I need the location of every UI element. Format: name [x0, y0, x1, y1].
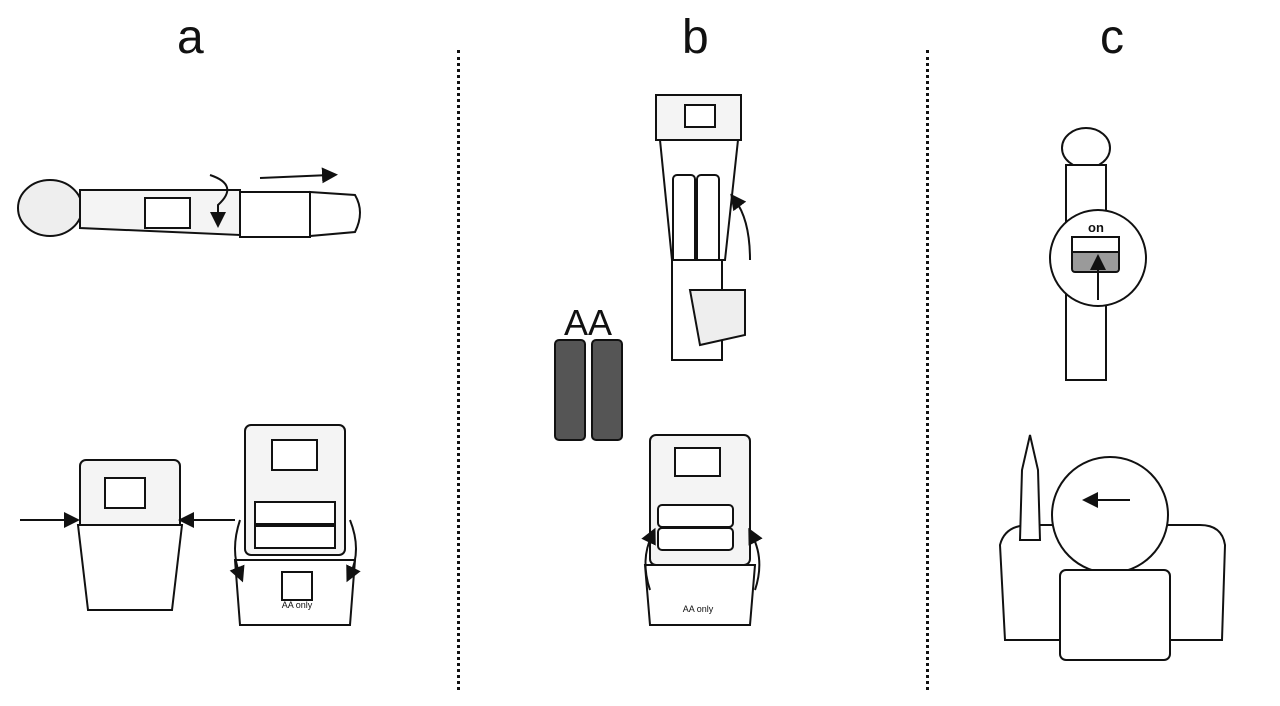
bodypack-open-illustration: [229, 424, 361, 626]
bodypack-battery-insert-illustration: [641, 434, 763, 626]
bodypack-closed-illustration: [20, 459, 235, 611]
handheld-battery-insert-illustration: [655, 94, 751, 361]
battery-type-label: AA: [564, 302, 612, 343]
divider-ab: [457, 50, 460, 690]
compartment-label-b: AA only: [683, 604, 714, 614]
step-label-b: b: [682, 11, 709, 64]
compartment-label-a: AA only: [282, 600, 313, 610]
step-label-a: a: [177, 11, 204, 64]
divider-bc: [926, 50, 929, 690]
step-label-c: c: [1100, 11, 1124, 64]
handheld-power-on-illustration: [1049, 127, 1147, 381]
power-switch-label: on: [1088, 220, 1104, 235]
aa-batteries-illustration: [554, 339, 623, 441]
handheld-mic-open-illustration: [17, 167, 361, 238]
bodypack-power-on-illustration: [998, 434, 1227, 661]
